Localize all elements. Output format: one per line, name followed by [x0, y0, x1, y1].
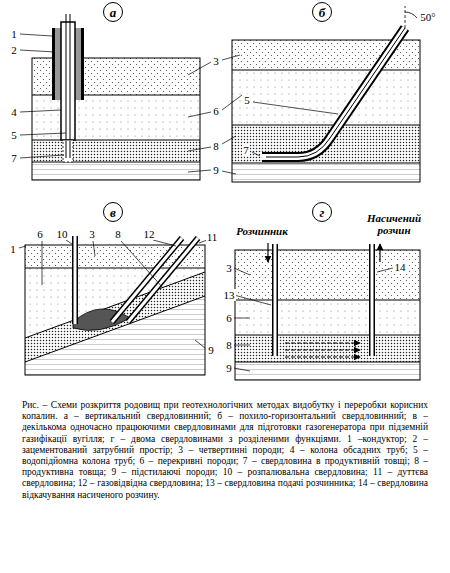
panel-letter-text: б: [319, 6, 326, 19]
underlying-layer: [25, 296, 205, 375]
panel-a: [32, 14, 200, 180]
overburden-layer: [235, 300, 420, 335]
callout-number: 11: [206, 231, 219, 243]
callout-number: 8: [212, 140, 220, 152]
layer-borders: [232, 40, 420, 182]
callout-number: 1: [9, 243, 17, 255]
casing: [61, 22, 75, 140]
callout-number: 10: [56, 228, 69, 240]
callout-number: 12: [143, 228, 156, 240]
outflow-arrow: [379, 244, 380, 262]
vertical-reference: [405, 6, 406, 28]
angle-arc: [405, 12, 417, 18]
lift-pipe: [66, 14, 70, 158]
flow-label: Насичений розчин: [362, 212, 426, 236]
inclined-well: [262, 28, 405, 157]
callout-number: 5: [243, 94, 251, 106]
callout-number: 4: [10, 106, 18, 118]
callout-number: 9: [207, 344, 215, 356]
underlying-layer: [235, 362, 420, 380]
callout-number: 9: [225, 362, 233, 374]
panel-letter: в: [103, 202, 123, 222]
open-hole: [63, 140, 73, 162]
flow-label: Розчинник: [235, 225, 289, 237]
panel-b: [232, 6, 420, 182]
quaternary-layer: [235, 250, 420, 300]
callout-number: 6: [36, 228, 44, 240]
productive-layer: [235, 335, 420, 362]
callout-number: 2: [10, 44, 18, 56]
panel-letter-text: а: [110, 6, 117, 19]
underlying-layer: [32, 162, 200, 180]
panel-c: [25, 236, 205, 375]
panel-letter-text: г: [320, 206, 325, 219]
leader-lines: [19, 34, 393, 371]
underlying-layer: [232, 163, 420, 182]
overburden-layer: [232, 70, 420, 125]
callout-number: 3: [212, 55, 220, 67]
callout-number: 9: [212, 164, 220, 176]
callout-number: 6: [212, 105, 220, 117]
callout-number: 7: [242, 144, 250, 156]
panel-letter: б: [312, 2, 332, 22]
callout-number: 7: [10, 152, 18, 164]
panel-d: [235, 243, 420, 380]
figure-caption: Рис. – Схеми розкриття родовищ при геоте…: [22, 400, 428, 501]
panel-letter-text: в: [110, 206, 116, 219]
layer-borders: [235, 250, 420, 380]
callout-number: 6: [225, 312, 233, 324]
callout-number: 3: [88, 228, 96, 240]
panel-letter: а: [103, 2, 123, 22]
callout-number: 50°: [419, 11, 436, 23]
flow-arrows: [285, 343, 360, 357]
callout-number: 13: [223, 289, 236, 301]
callout-number: 8: [225, 339, 233, 351]
callout-number: 5: [10, 129, 18, 141]
inflow-arrow: [267, 243, 268, 262]
callout-number: 14: [394, 261, 407, 273]
productive-layer: [32, 140, 200, 162]
lift-pipe: [266, 28, 405, 157]
wells: [275, 244, 372, 356]
panel-letter: г: [312, 202, 332, 222]
callout-number: 1: [10, 28, 18, 40]
wells: [75, 236, 198, 324]
inclined-well-bore: [262, 28, 405, 157]
callout-number: 3: [225, 262, 233, 274]
callout-number: 8: [114, 228, 122, 240]
